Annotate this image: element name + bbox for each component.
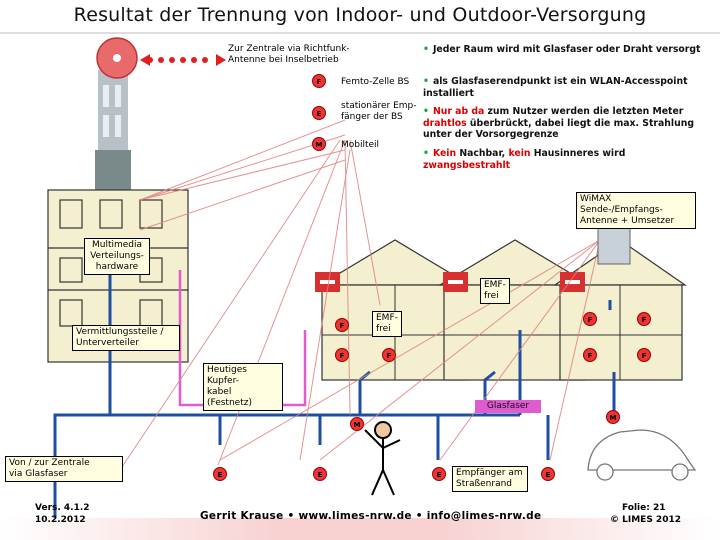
badge-e-legend: E: [312, 106, 326, 120]
bullet-3: •Nur ab da zum Nutzer werden die letzten…: [423, 106, 694, 140]
label-vermittlung: Vermittlungsstelle / Unterverteiler: [72, 325, 180, 351]
label-zentrale-funk: Zur Zentrale via Richtfunk- Antenne bei …: [228, 44, 350, 65]
badge-f-house3b: F: [637, 312, 651, 326]
label-kupfer: Heutiges Kupfer- kabel (Festnetz): [203, 363, 283, 411]
footer-copyright: © LIMES 2012: [610, 515, 681, 525]
label-emf-2: EMF- frei: [480, 278, 510, 304]
label-empfaenger-strasse: Empfänger am Straßenrand: [452, 466, 528, 492]
badge-e-4: E: [541, 467, 555, 481]
footer-bar: [0, 518, 720, 540]
bullet-2: •als Glasfaserendpunkt ist ein WLAN-Acce…: [423, 76, 688, 99]
label-emf-1: EMF- frei: [372, 311, 402, 337]
footer-version: Vers. 4.1.2: [35, 503, 90, 513]
badge-m-legend: M: [312, 137, 326, 151]
label-multimedia: Multimedia Verteilungs- hardware: [84, 238, 150, 275]
label-mobilteil: Mobilteil: [341, 140, 380, 150]
badge-e-3: E: [432, 467, 446, 481]
footer-folie: Folie: 21: [622, 503, 666, 513]
radio-arrow-right: [216, 54, 226, 66]
label-femto: Femto-Zelle BS: [341, 77, 410, 87]
badge-f-house3a: F: [583, 312, 597, 326]
title-divider: [0, 32, 720, 34]
badge-m-person: M: [350, 417, 364, 431]
footer-contact: Gerrit Krause • www.limes-nrw.de • info@…: [200, 510, 542, 522]
bullet-1: •Jeder Raum wird mit Glasfaser oder Drah…: [423, 44, 701, 55]
badge-f-legend: F: [312, 74, 326, 88]
page-title: Resultat der Trennung von Indoor- und Ou…: [73, 4, 647, 26]
label-wimax: WiMAX Sende-/Empfangs- Antenne + Umsetze…: [576, 192, 696, 229]
badge-f-house1: F: [335, 318, 349, 332]
antenna-dish: [96, 37, 138, 79]
bullet-4: •Kein Nachbar, kein Hausinneres wird zwa…: [423, 148, 626, 171]
badge-f-house3d: F: [637, 348, 651, 362]
person-with-phone: [364, 421, 401, 496]
footer-date: 10.2.2012: [35, 515, 86, 525]
badge-f-house3c: F: [583, 348, 597, 362]
radio-arrow-left: [140, 54, 150, 66]
badge-f-house1b: F: [335, 348, 349, 362]
label-stationaer: stationärer Emp- fänger der BS: [341, 101, 417, 122]
label-zentrale-glas: Von / zur Zentrale via Glasfaser: [5, 456, 123, 482]
badge-m-car: M: [606, 410, 620, 424]
label-glasfaser: Glasfaser: [475, 400, 541, 413]
radio-link-dotted: [147, 57, 208, 63]
wimax-antenna: [597, 227, 631, 265]
badge-f-house1c: F: [382, 348, 396, 362]
badge-e-1: E: [213, 467, 227, 481]
car: [587, 429, 697, 481]
fiber-lines: [53, 270, 616, 520]
badge-e-2: E: [313, 467, 327, 481]
cell-tower: [95, 70, 131, 190]
